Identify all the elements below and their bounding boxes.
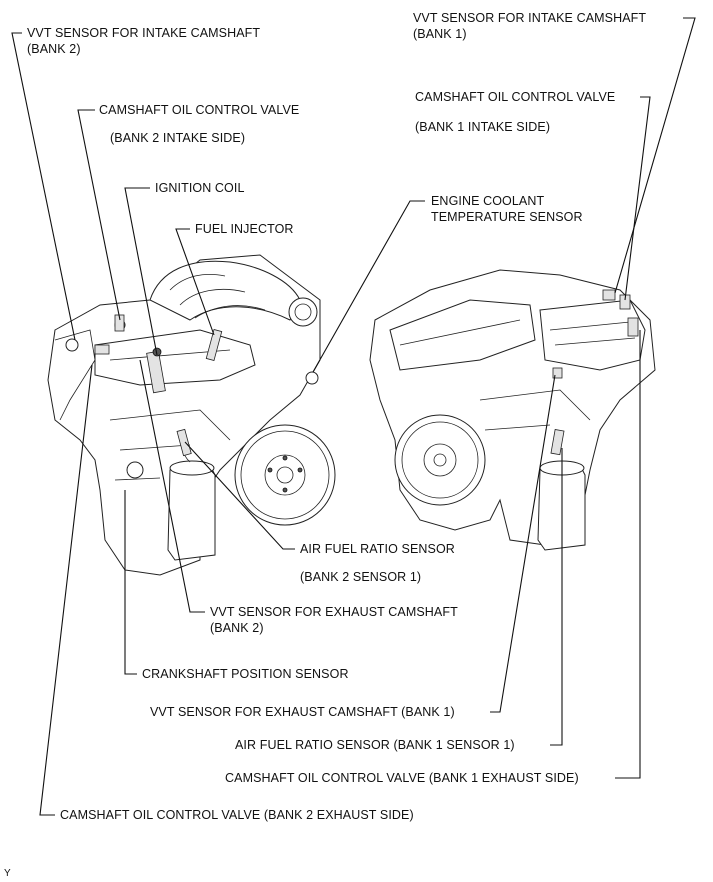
right-engine-illustration	[369, 269, 656, 551]
label-af-bank1: AIR FUEL RATIO SENSOR (BANK 1 SENSOR 1)	[235, 738, 515, 752]
label-ocv-bank1-exhaust: CAMSHAFT OIL CONTROL VALVE (BANK 1 EXHAU…	[225, 771, 579, 785]
label-ect-sensor: ENGINE COOLANT TEMPERATURE SENSOR	[431, 194, 583, 224]
label-af-bank2: AIR FUEL RATIO SENSOR	[300, 542, 455, 556]
label-af-bank2-sensor: (BANK 2 SENSOR 1)	[300, 570, 422, 584]
label-ocv-bank1-intake: CAMSHAFT OIL CONTROL VALVE	[415, 90, 616, 104]
label-fuel-injector: FUEL INJECTOR	[195, 222, 294, 236]
left-engine-illustration	[47, 254, 336, 576]
label-ocv-bank2-intake: CAMSHAFT OIL CONTROL VALVE	[99, 103, 300, 117]
label-ocv-bank2-intake-side: (BANK 2 INTAKE SIDE)	[110, 131, 246, 145]
label-crankshaft-position-sensor: CRANKSHAFT POSITION SENSOR	[142, 667, 349, 681]
label-vvt-intake-bank1: VVT SENSOR FOR INTAKE CAMSHAFT (BANK 1)	[413, 11, 647, 41]
label-ocv-bank2-exhaust: CAMSHAFT OIL CONTROL VALVE (BANK 2 EXHAU…	[60, 808, 414, 822]
label-ignition-coil: IGNITION COIL	[155, 181, 245, 195]
label-ocv-bank1-intake-side: (BANK 1 INTAKE SIDE)	[415, 120, 551, 134]
leader-lines	[11, 17, 696, 816]
corner-mark: Y	[4, 868, 11, 879]
label-vvt-intake-bank2: VVT SENSOR FOR INTAKE CAMSHAFT (BANK 2)	[27, 26, 261, 56]
label-vvt-exhaust-bank1: VVT SENSOR FOR EXHAUST CAMSHAFT (BANK 1)	[150, 705, 455, 719]
label-vvt-exhaust-bank2: VVT SENSOR FOR EXHAUST CAMSHAFT (BANK 2)	[210, 605, 458, 635]
